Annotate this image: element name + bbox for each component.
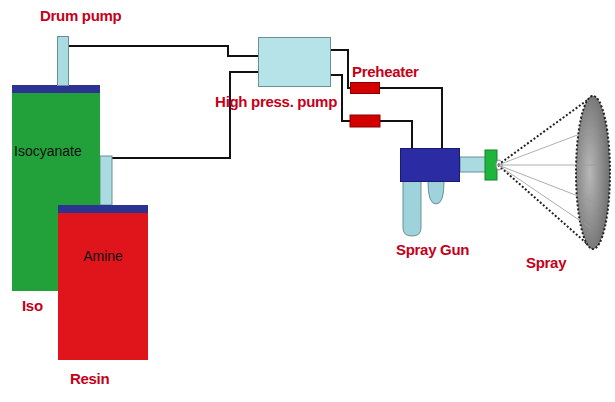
spray-label: Spray — [526, 254, 566, 271]
gun-trigger — [428, 182, 444, 204]
high-pressure-pump: High press. pump — [258, 37, 331, 87]
spray-cone: Spray — [496, 93, 612, 252]
pump-label: Drum pump — [40, 7, 121, 24]
spray-gun: Spray Gun — [400, 148, 460, 182]
hose-line — [331, 50, 350, 88]
pump-label: High press. pump — [215, 93, 337, 110]
preheater-label: Preheater — [352, 63, 419, 80]
resin-pump-icon — [100, 156, 112, 205]
hose-line — [69, 46, 258, 56]
drum-pump: Drum pump — [57, 36, 69, 86]
gun-nozzle — [485, 150, 497, 180]
gun-label: Spray Gun — [396, 241, 469, 258]
drum-content: Isocyanate — [14, 143, 82, 159]
spray-shape — [496, 93, 612, 252]
hose-line — [331, 75, 412, 148]
gun-handle — [403, 180, 421, 236]
drum-caption: Resin — [70, 370, 109, 387]
amine-drum: AmineResin — [58, 205, 148, 360]
preheater: Preheater — [350, 82, 380, 94]
gun-barrel — [460, 157, 486, 172]
preheater-lower — [350, 115, 380, 127]
hose-line — [106, 72, 258, 205]
drum-caption: Iso — [22, 297, 43, 314]
drum-content: Amine — [83, 248, 123, 264]
hose-line — [380, 88, 442, 148]
